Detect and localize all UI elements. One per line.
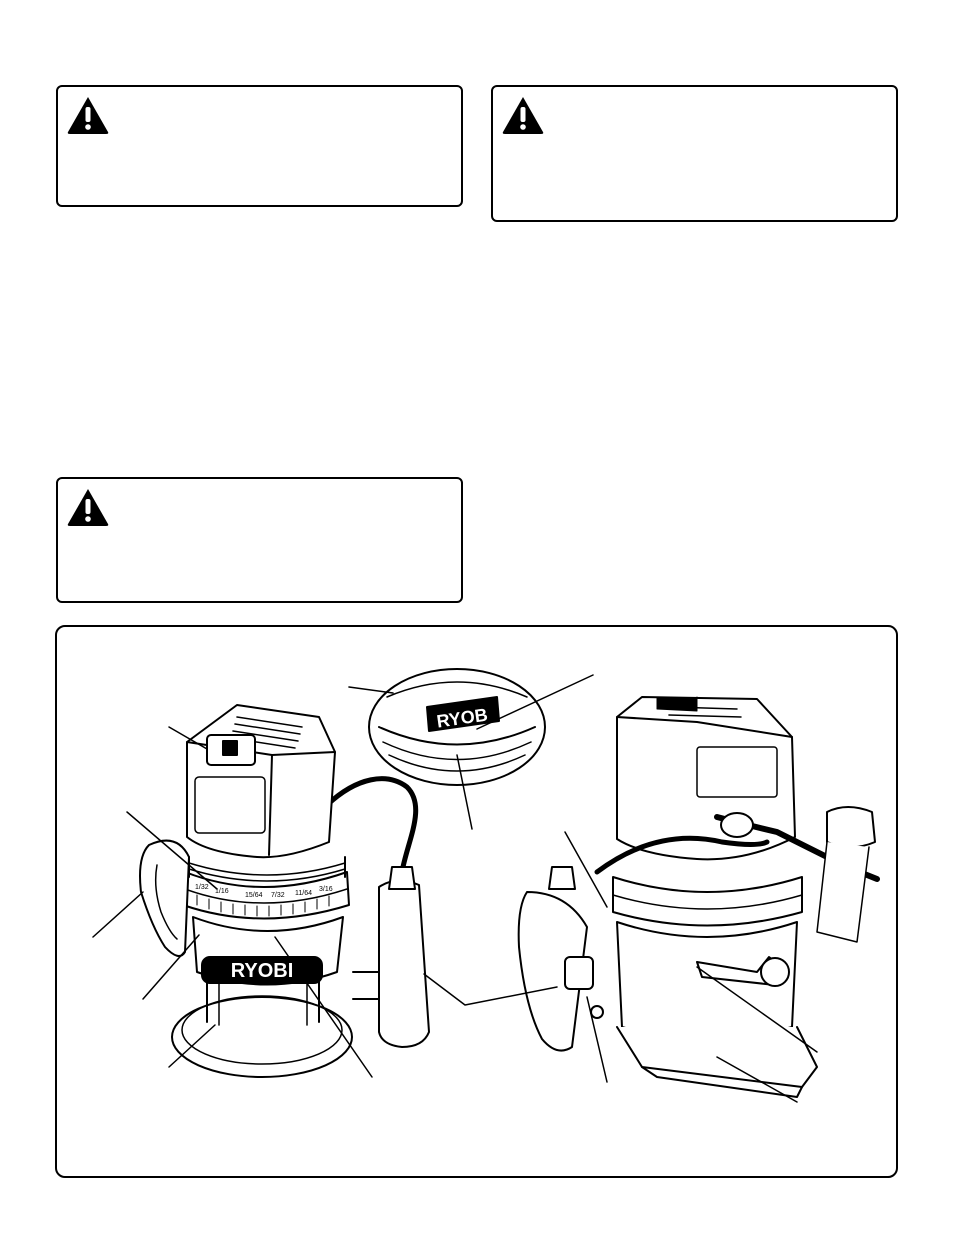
router-illustration: RYOBI RYOB 1/32 1/16 15/64 7/32 11/64 3/… <box>92 668 880 1103</box>
left-router-brand-mark: RYOBI <box>231 960 294 982</box>
router-illustration-figure: RYOBI RYOB 1/32 1/16 15/64 7/32 11/64 3/… <box>55 625 898 1178</box>
right-router-drawing <box>423 696 880 1103</box>
depth-scale-mark: 3/16 <box>319 886 333 893</box>
warning-box-top-left <box>56 85 463 207</box>
warning-triangle-icon <box>67 97 109 134</box>
inset-detail-drawing <box>348 668 594 830</box>
depth-scale-mark: 15/64 <box>245 892 263 899</box>
warning-box-top-right <box>491 85 898 222</box>
depth-scale-mark: 1/32 <box>195 884 209 891</box>
depth-scale-mark: 11/64 <box>295 890 312 897</box>
depth-scale: 1/32 1/16 15/64 7/32 11/64 3/16 <box>195 884 333 899</box>
left-router-drawing <box>92 704 430 1078</box>
warning-box-middle-left <box>56 477 463 603</box>
depth-scale-mark: 1/16 <box>215 888 229 895</box>
depth-scale-mark: 7/32 <box>271 892 285 899</box>
warning-triangle-icon <box>502 97 544 134</box>
warning-triangle-icon <box>67 489 109 526</box>
